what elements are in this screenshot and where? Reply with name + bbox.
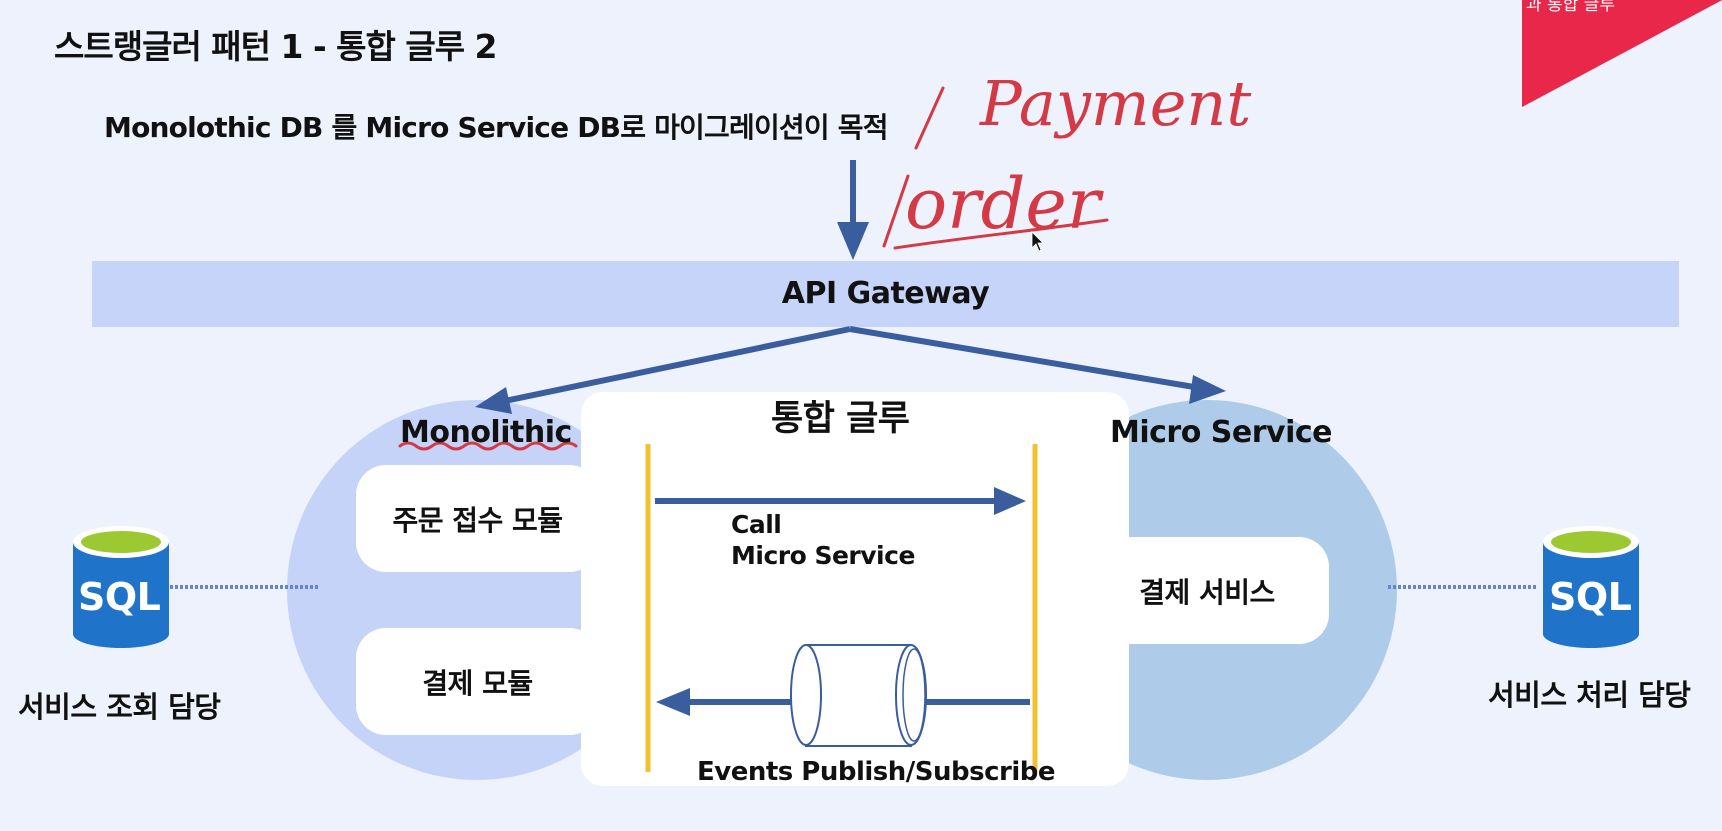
- slide-title: 스트랭글러 패턴 1 - 통합 글루 2: [54, 27, 498, 66]
- mouse-cursor-icon: [1031, 231, 1044, 252]
- sql-icon-left: SQL: [78, 575, 161, 619]
- gateway-to-microservice-arrow: [849, 326, 1201, 391]
- sql-icon-right: SQL: [1549, 575, 1632, 619]
- api-gateway-label: API Gateway: [781, 276, 990, 311]
- handwriting-annotation: [398, 86, 1109, 451]
- handwriting-line2: order: [905, 163, 1104, 245]
- payment-service-module: 결제 서비스: [1085, 537, 1329, 644]
- call-label-line2: Micro Service: [731, 541, 915, 570]
- call-label-line1: Call: [731, 510, 782, 539]
- corner-badge-label: 과 통합 글루: [1526, 0, 1616, 15]
- micro-service-title: Micro Service: [1110, 415, 1333, 450]
- slide-subtitle: Monolothic DB 를 Micro Service DB로 마이그레이션…: [104, 111, 889, 144]
- message-queue-icon: [790, 644, 927, 747]
- handwriting-line1: Payment: [979, 67, 1251, 140]
- gateway-to-monolithic-arrow: [499, 326, 851, 405]
- api-gateway-band: API Gateway: [92, 261, 1679, 327]
- db-caption-left: 서비스 조회 담당: [18, 690, 221, 724]
- events-label: Events Publish/Subscribe: [697, 757, 1056, 787]
- order-intake-module: 주문 접수 모듈: [356, 465, 599, 572]
- payment-module: 결제 모듈: [356, 628, 599, 735]
- db-caption-right: 서비스 처리 담당: [1488, 678, 1691, 712]
- integration-glue-title: 통합 글루: [771, 399, 910, 439]
- monolithic-title: Monolithic: [400, 415, 572, 450]
